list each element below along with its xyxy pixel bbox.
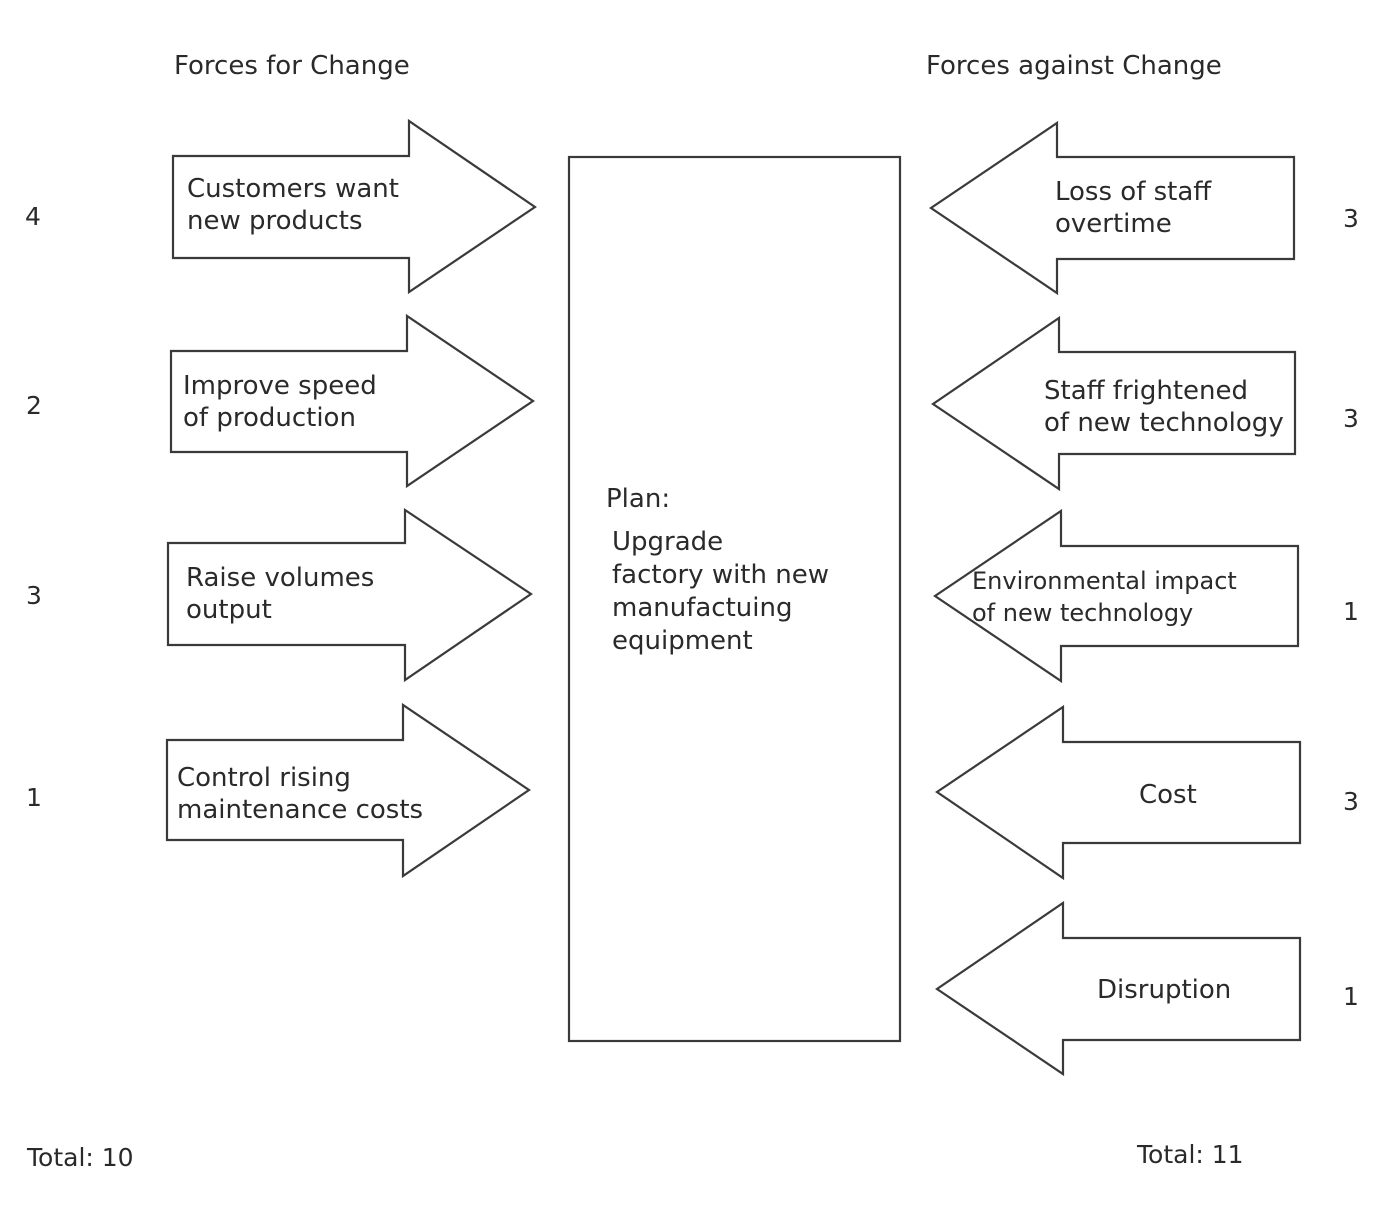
plan-label: Plan: <box>606 484 671 514</box>
total-against: Total: 11 <box>1137 1140 1244 1169</box>
force-for-score-3: 3 <box>26 581 42 610</box>
force-against-label-5: Disruption <box>1097 975 1232 1005</box>
forces-for-heading: Forces for Change <box>174 51 410 81</box>
forces-against-heading: Forces against Change <box>926 51 1222 81</box>
force-for-arrow-4 <box>165 702 531 879</box>
force-for-score-1: 4 <box>25 202 41 231</box>
force-against-score-5: 1 <box>1343 982 1359 1011</box>
force-against-score-1: 3 <box>1343 204 1359 233</box>
force-against-arrow-3 <box>933 508 1300 684</box>
force-for-arrow-3 <box>166 507 533 683</box>
force-against-score-3: 1 <box>1343 597 1359 626</box>
force-against-arrow-4 <box>935 704 1302 881</box>
force-for-arrow-2 <box>169 313 535 489</box>
total-for: Total: 10 <box>27 1143 134 1172</box>
force-against-arrow-2 <box>931 315 1297 492</box>
plan-text: Upgrade factory with new manufactuing eq… <box>612 527 829 656</box>
plan-box <box>567 155 902 1043</box>
force-against-score-4: 3 <box>1343 787 1359 816</box>
force-against-label-4: Cost <box>1139 780 1197 810</box>
force-for-score-4: 1 <box>26 783 42 812</box>
force-against-arrow-5 <box>935 900 1302 1077</box>
force-for-score-2: 2 <box>26 391 42 420</box>
force-against-score-2: 3 <box>1343 404 1359 433</box>
force-for-arrow-1 <box>171 118 537 295</box>
force-against-arrow-1 <box>929 120 1296 296</box>
